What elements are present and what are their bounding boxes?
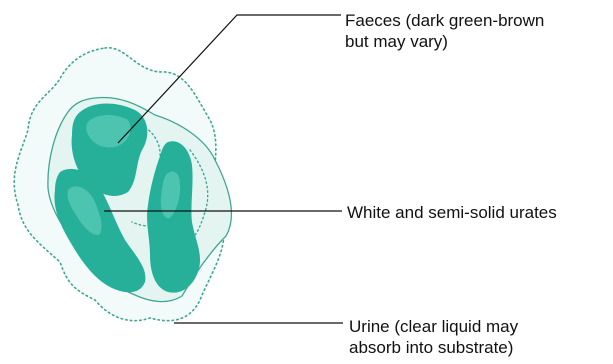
urates-label-text: White and semi-solid urates — [347, 203, 557, 222]
urine-label-line1: Urine (clear liquid may — [349, 317, 518, 336]
faeces-label: Faeces (dark green-brown but may vary) — [345, 10, 544, 52]
urine-label: Urine (clear liquid may absorb into subs… — [349, 316, 518, 358]
faeces-label-line2: but may vary) — [345, 31, 544, 52]
urates-label: White and semi-solid urates — [347, 202, 557, 223]
faeces-label-line1: Faeces (dark green-brown — [345, 11, 544, 30]
urine-label-line2: absorb into substrate) — [349, 337, 518, 358]
